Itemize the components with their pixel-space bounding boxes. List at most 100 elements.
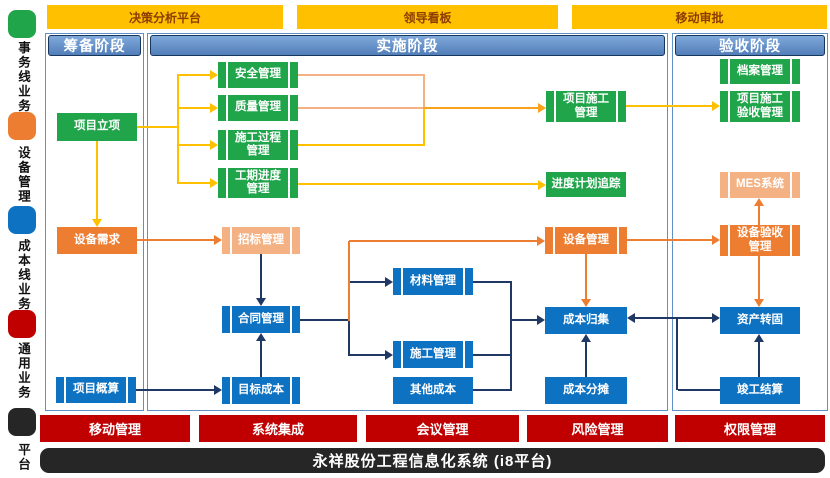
legend-label-transaction-line: 事务线业务 — [16, 41, 30, 114]
box-project-construction-acceptance-mgmt: 项目施工 验收管理 — [720, 91, 800, 122]
legend-square-cost-line — [8, 206, 36, 234]
bottom-bar-risk-mgmt: 风险管理 — [527, 415, 668, 442]
connector-collection-capitalization — [635, 317, 712, 319]
box-bidding-mgmt: 招标管理 — [222, 227, 300, 254]
connector-to-quality — [177, 107, 210, 109]
arrowhead-to-cost-collection-left — [627, 313, 635, 323]
connector-project-initiation-feed — [137, 126, 178, 128]
arrowhead-to-mes — [754, 198, 764, 206]
top-bar-mobile-approval: 移动审批 — [572, 5, 827, 29]
connector-target-cost-to-contract — [260, 341, 262, 378]
box-asset-capitalization: 资产转固 — [720, 307, 800, 334]
connector-equipment-to-cost-collection — [585, 254, 587, 299]
legend-label-cost-line: 成本线业务 — [16, 239, 30, 312]
box-mes-system: MES系统 — [720, 172, 800, 198]
arrowhead-to-equipment-mgmt — [537, 236, 545, 246]
connector-bidding-to-contract — [260, 254, 262, 298]
connector-merged-to-project-construction — [423, 107, 538, 109]
connector-contract-out — [300, 319, 350, 321]
connector-demand-to-bidding — [137, 239, 214, 241]
connector-acceptance-to-mes — [758, 206, 760, 226]
box-project-construction-mgmt: 项目施工 管理 — [546, 91, 626, 122]
box-progress-plan-tracking: 进度计划追踪 — [546, 172, 626, 197]
arrowhead-to-schedule-progress — [210, 178, 218, 188]
arrowhead-to-target-cost — [214, 385, 222, 395]
box-material-mgmt: 材料管理 — [393, 268, 473, 295]
box-safety-mgmt: 安全管理 — [218, 62, 298, 88]
header-acceptance-phase: 验收阶段 — [675, 35, 825, 56]
arrowhead-to-progress-tracking — [538, 180, 546, 190]
box-cost-allocation: 成本分摊 — [545, 377, 627, 404]
box-project-initiation: 项目立项 — [57, 113, 137, 141]
header-preparation-phase: 筹备阶段 — [48, 35, 141, 56]
legend-square-platform — [8, 408, 36, 436]
footer-title-bar: 永祥股份工程信息化系统 (i8平台) — [40, 448, 825, 473]
connector-initiation-to-equipment-demand — [96, 141, 98, 219]
connector-estimate-to-target-cost — [136, 389, 214, 391]
arrowhead-to-safety — [210, 70, 218, 80]
connector-safety-down — [423, 74, 425, 108]
arrowhead-to-asset-capitalization — [712, 313, 720, 323]
top-bar-decision-analysis-platform: 决策分析平台 — [47, 5, 283, 29]
legend-label-general-business: 通用业务 — [16, 342, 30, 400]
box-archive-mgmt: 档案管理 — [720, 59, 800, 84]
connector-contract-to-equipment-vertical — [348, 241, 350, 321]
bottom-bar-meeting-mgmt: 会议管理 — [366, 415, 519, 442]
arrowhead-to-equipment-demand — [92, 219, 102, 227]
connector-construction-to-acceptance — [626, 105, 712, 107]
arrowhead-to-project-construction — [538, 103, 546, 113]
box-construction-process-mgmt: 施工过程 管理 — [218, 130, 298, 160]
bottom-bar-mobile-mgmt: 移动管理 — [40, 415, 190, 442]
connector-to-construction-process — [177, 144, 210, 146]
connector-cost-trunk-vertical — [510, 281, 512, 391]
box-equipment-mgmt: 设备管理 — [545, 227, 627, 254]
legend-square-equipment-mgmt — [8, 112, 36, 140]
arrowhead-allocation-to-collection — [581, 334, 591, 342]
connector-to-construction-mgmt — [350, 354, 385, 356]
connector-allocation-to-collection — [585, 342, 587, 378]
arrowhead-settlement-to-capitalization — [754, 334, 764, 342]
connector-process-out — [298, 144, 423, 146]
arrowhead-to-cost-collection — [537, 315, 545, 325]
connector-to-safety — [177, 74, 210, 76]
connector-to-material — [350, 281, 385, 283]
column-acceptance-phase — [672, 33, 828, 411]
connector-settlement-junction-vertical — [676, 319, 678, 390]
box-construction-mgmt: 施工管理 — [393, 341, 473, 368]
connector-settlement-to-capitalization — [758, 342, 760, 378]
arrowhead-to-construction-mgmt — [385, 350, 393, 360]
connector-initiation-branch-vertical — [177, 74, 179, 184]
bottom-bar-system-integration: 系统集成 — [199, 415, 357, 442]
arrowhead-equipment-to-cost-collection — [581, 299, 591, 307]
connector-to-schedule-progress — [177, 182, 210, 184]
box-cost-collection: 成本归集 — [545, 307, 627, 334]
connector-acceptance-to-capitalization — [758, 256, 760, 299]
top-bar-leader-dashboard: 领导看板 — [297, 5, 558, 29]
legend-square-general-business — [8, 310, 36, 338]
box-equipment-demand: 设备需求 — [57, 227, 137, 254]
connector-settlement-junction-horizontal — [678, 389, 720, 391]
box-target-cost: 目标成本 — [222, 377, 300, 404]
connector-to-equipment-mgmt — [349, 240, 537, 242]
arrowhead-to-material — [385, 277, 393, 287]
connector-quality-out — [298, 107, 423, 109]
arrowhead-to-contract-bottom — [256, 333, 266, 341]
arrowhead-to-equipment-acceptance — [712, 235, 720, 245]
legend-label-platform: 平台 — [16, 443, 30, 472]
connector-other-cost-out — [472, 389, 511, 391]
header-implementation-phase: 实施阶段 — [150, 35, 665, 56]
connector-safety-out — [298, 74, 423, 76]
arrowhead-to-bidding — [214, 235, 222, 245]
box-contract-mgmt: 合同管理 — [222, 306, 300, 333]
box-completion-settlement: 竣工结算 — [720, 377, 800, 404]
arrowhead-to-quality — [210, 103, 218, 113]
connector-equipment-to-acceptance — [627, 239, 712, 241]
legend-square-transaction-line — [8, 10, 36, 38]
arrowhead-to-construction-acceptance — [712, 101, 720, 111]
arrowhead-acceptance-to-capitalization — [754, 299, 764, 307]
legend-label-equipment-mgmt: 设备管理 — [16, 146, 30, 204]
bottom-bar-permission-mgmt: 权限管理 — [675, 415, 825, 442]
box-equipment-acceptance-mgmt: 设备验收 管理 — [720, 225, 800, 256]
connector-material-out — [473, 281, 511, 283]
